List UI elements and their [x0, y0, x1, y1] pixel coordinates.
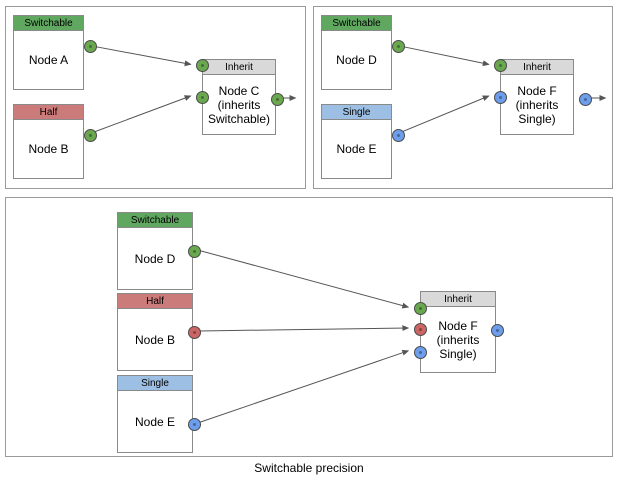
node-d-header-label: Switchable: [322, 16, 391, 31]
edge-node-d-to-node-f-green: [199, 250, 410, 309]
panel-switchable-precision-combined: Switchable Node D Half Node B Single Nod…: [5, 197, 613, 457]
node-a-label: Node A: [28, 53, 69, 67]
node-b-label: Node B: [28, 142, 69, 156]
edge-node-b-to-node-c: [89, 95, 192, 135]
node-b3-header-label: Half: [118, 294, 192, 309]
node-e-label: Node E: [336, 142, 377, 156]
panel-switchable-inherits-switchable: Switchable Node A Half Node B Inherit No…: [5, 6, 306, 189]
node-card-node-d[interactable]: Switchable Node D: [321, 15, 392, 90]
port-node-b-output[interactable]: [84, 129, 97, 142]
node-e3-label: Node E: [134, 414, 176, 429]
edge-node-e-to-node-f: [397, 95, 490, 135]
node-d-label: Node D: [336, 53, 377, 67]
node-card-node-c[interactable]: Inherit Node C (inherits Switchable): [202, 59, 276, 135]
node-card-node-e-panel3[interactable]: Single Node E: [117, 375, 193, 453]
edge-node-a-to-node-c: [89, 45, 192, 67]
diagram-caption: Switchable precision: [254, 461, 364, 475]
node-card-node-d-panel3[interactable]: Switchable Node D: [117, 212, 193, 290]
node-card-node-e[interactable]: Single Node E: [321, 104, 392, 179]
node-f2-label: Node F (inherits Single): [515, 83, 559, 126]
node-card-node-f-panel2[interactable]: Inherit Node F (inherits Single): [500, 59, 574, 135]
port-node-f2-output[interactable]: [579, 93, 592, 106]
node-d3-label: Node D: [134, 251, 176, 266]
node-f2-header-label: Inherit: [501, 60, 573, 75]
node-card-node-a[interactable]: Switchable Node A: [13, 15, 84, 90]
port-node-e-output[interactable]: [392, 129, 405, 142]
port-node-d-output[interactable]: [392, 40, 405, 53]
node-a-header-label: Switchable: [14, 16, 83, 31]
node-e-header-label: Single: [322, 105, 391, 120]
port-node-f2-input-1[interactable]: [494, 59, 507, 72]
edge-node-e-to-node-f-blue: [199, 349, 410, 423]
node-c-label: Node C (inherits Switchable): [207, 83, 271, 126]
node-b3-label: Node B: [134, 332, 176, 347]
port-node-c-input-1[interactable]: [196, 59, 209, 72]
node-e3-header-label: Single: [118, 376, 192, 391]
node-card-node-f-panel3[interactable]: Inherit Node F (inherits Single): [420, 291, 496, 373]
node-f3-label: Node F (inherits Single): [436, 318, 480, 361]
port-node-f3-output[interactable]: [491, 324, 504, 337]
port-node-c-input-2[interactable]: [196, 91, 209, 104]
edge-layer-panel-3: [199, 250, 410, 423]
port-node-c-output[interactable]: [271, 93, 284, 106]
node-card-node-b-panel3[interactable]: Half Node B: [117, 293, 193, 371]
port-node-f3-input-2[interactable]: [414, 323, 427, 336]
node-b-header-label: Half: [14, 105, 83, 120]
node-d3-header-label: Switchable: [118, 213, 192, 228]
port-node-f2-input-2[interactable]: [494, 91, 507, 104]
port-node-f3-input-1[interactable]: [414, 302, 427, 315]
port-node-d3-output[interactable]: [188, 245, 201, 258]
port-node-e3-output[interactable]: [188, 418, 201, 431]
node-c-header-label: Inherit: [203, 60, 275, 75]
edge-node-d-to-node-f: [397, 45, 490, 67]
node-f3-header-label: Inherit: [421, 292, 495, 307]
edge-node-b-to-node-f-red: [199, 325, 410, 332]
port-node-a-output[interactable]: [84, 40, 97, 53]
node-card-node-b[interactable]: Half Node B: [13, 104, 84, 179]
panel-switchable-inherits-single: Switchable Node D Single Node E Inherit …: [313, 6, 613, 189]
port-node-b3-output[interactable]: [188, 326, 201, 339]
port-node-f3-input-3[interactable]: [414, 346, 427, 359]
